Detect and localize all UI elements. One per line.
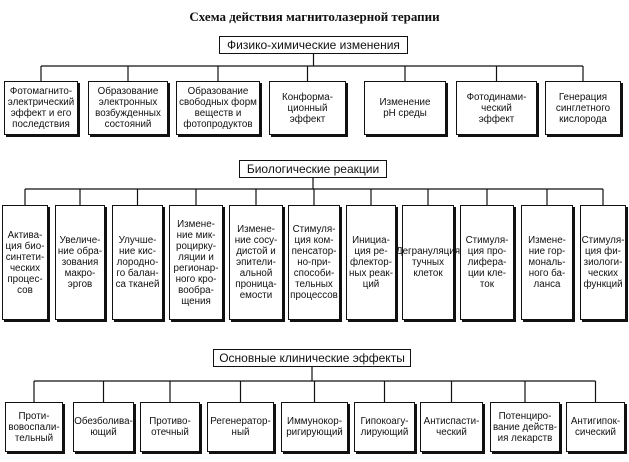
header-label: Основные клинические эффекты: [219, 350, 405, 365]
biological-reaction-item: Актива- ция био- синтети- ческих процес-…: [2, 205, 48, 320]
header-clinical: Основные клинические эффекты: [213, 349, 411, 367]
physico-chemical-item: Образование электронных возбужденных сос…: [88, 81, 168, 135]
physico-chemical-item: Конформа- ционный эффект: [269, 81, 346, 135]
clinical-effect-item: Антиспасти- ческий: [420, 402, 483, 452]
biological-reaction-item: Стимуля- ция про- лифера- ции кле- ток: [460, 205, 514, 320]
physico-chemical-item: Изменение pH среды: [364, 81, 446, 135]
header-biological: Биологические реакции: [239, 160, 387, 178]
biological-reaction-item: Стимуля- ция ком- пенсатор- но-при- спос…: [288, 205, 340, 320]
clinical-effect-item: Противо- отечный: [140, 402, 200, 452]
physico-chemical-item: Фотодинами- ческий эффект: [456, 81, 537, 135]
biological-reaction-item: Инициа- ция ре- флектор- ных реак- ций: [346, 205, 396, 320]
clinical-effect-item: Антигипок- сический: [566, 402, 625, 452]
clinical-effect-item: Потенциро- вание действ- ия лекарств: [490, 402, 560, 452]
header-physico-chemical: Физико-химические изменения: [219, 36, 408, 54]
biological-reaction-item: Увеличе- ние обра- зования макро- эргов: [55, 205, 105, 320]
physico-chemical-item: Фотомагнито- электрический эффект и его …: [4, 81, 78, 135]
clinical-effect-item: Проти- вовоспали- тельный: [5, 402, 63, 452]
biological-reaction-item: Измене- ние гор- мональ- ного ба- ланса: [521, 205, 573, 320]
clinical-effect-item: Регенератор- ный: [207, 402, 274, 452]
clinical-effect-item: Гипокоагу- лирующий: [354, 402, 415, 452]
biological-reaction-item: Стимуля- ция фи- зиологи- ческих функций: [580, 205, 626, 320]
diagram-title: Схема действия магнитолазерной терапии: [189, 9, 440, 24]
physico-chemical-item: Генерация синглетного кислорода: [545, 81, 621, 135]
header-label: Биологические реакции: [246, 161, 380, 176]
header-label: Физико-химические изменения: [227, 37, 400, 52]
biological-reaction-item: Измене- ние мик- роцирку- ляции и регион…: [169, 205, 223, 320]
clinical-effect-item: Иммунокор- ригирующий: [281, 402, 348, 452]
biological-reaction-item: Измене- ние сосу- дистой и эпители- альн…: [229, 205, 283, 320]
physico-chemical-item: Образование свободных форм веществ и фот…: [176, 81, 260, 135]
clinical-effect-item: Обезболива- ющий: [73, 402, 134, 452]
biological-reaction-item: Улучше- ние кис- лородно- го балан- са т…: [112, 205, 163, 320]
biological-reaction-item: Дегрануляция тучных клеток: [396, 205, 460, 320]
